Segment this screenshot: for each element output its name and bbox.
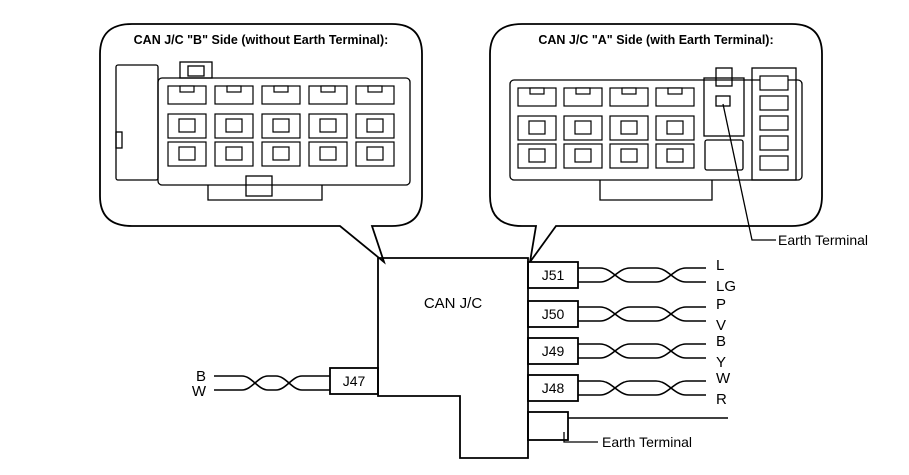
earth-terminal-leader-bottom — [563, 432, 598, 443]
terminal-pin — [574, 120, 592, 135]
earth-terminal-label-bottom: Earth Terminal — [602, 434, 692, 450]
terminal-pin — [620, 120, 638, 135]
wire-label-top: L — [716, 257, 724, 274]
callout-b-title: CAN J/C "B" Side (without Earth Terminal… — [134, 33, 389, 47]
terminal-pin — [666, 148, 684, 163]
terminal-latch — [226, 85, 242, 93]
connector-box — [527, 374, 579, 402]
connector-j50: J50 PV — [527, 296, 726, 334]
earth-terminal-bottom: Earth Terminal — [527, 411, 728, 450]
terminal-latch — [367, 85, 383, 93]
callout-a: CAN J/C "A" Side (with Earth Terminal): … — [489, 23, 868, 263]
connector-label: J50 — [542, 306, 565, 322]
terminal-latch — [529, 87, 545, 95]
connector-j49: J49 BY — [527, 333, 726, 371]
wire-label-bottom: Y — [716, 354, 726, 371]
terminal-latch — [273, 85, 289, 93]
terminal-cell — [655, 115, 695, 141]
connector-b-cells — [167, 85, 395, 167]
connector-a-drawing — [509, 67, 803, 201]
connector-j47-box — [329, 367, 379, 395]
terminal-pin — [528, 120, 546, 135]
earth-terminal-label-top: Earth Terminal — [778, 232, 868, 248]
terminal-pin — [272, 118, 290, 133]
terminal-latch — [667, 87, 683, 95]
connector-b-drawing — [115, 61, 411, 201]
terminal-pin — [272, 146, 290, 161]
earth-terminal-box — [527, 411, 569, 441]
wire-label-top: W — [716, 370, 731, 387]
wire-label-bottom: LG — [716, 278, 736, 295]
connector-box — [527, 300, 579, 328]
terminal-latch — [179, 85, 195, 93]
twisted-pair — [578, 306, 706, 322]
terminal-pin — [574, 148, 592, 163]
terminal-pin — [528, 148, 546, 163]
connector-j47-label: J47 — [343, 373, 366, 389]
connector-label: J51 — [542, 267, 565, 283]
wire-label-top: B — [716, 333, 726, 350]
twisted-pair — [578, 380, 706, 396]
connector-j48: J48 WR — [527, 370, 731, 408]
connector-box — [527, 261, 579, 289]
terminal-pin — [666, 120, 684, 135]
terminal-pin — [178, 146, 196, 161]
connector-j47: J47 B W — [192, 367, 379, 400]
callout-a-title: CAN J/C "A" Side (with Earth Terminal): — [538, 33, 773, 47]
twisted-pair — [578, 343, 706, 359]
terminal-latch — [621, 87, 637, 95]
connector-label: J49 — [542, 343, 565, 359]
terminal-pin — [178, 118, 196, 133]
terminal-pin — [225, 118, 243, 133]
connector-label: J48 — [542, 380, 565, 396]
wire-label-bottom: R — [716, 391, 727, 408]
terminal-pin — [366, 118, 384, 133]
callout-b: CAN J/C "B" Side (without Earth Terminal… — [99, 23, 423, 265]
terminal-pin — [225, 146, 243, 161]
terminal-latch — [575, 87, 591, 95]
twisted-pair — [578, 267, 706, 283]
callout-b-outline — [99, 23, 423, 265]
terminal-pin — [366, 146, 384, 161]
connector-a-cells — [517, 87, 695, 169]
wire-label-bottom: V — [716, 317, 726, 334]
connector-j47-wire-bottom: W — [192, 383, 207, 400]
terminal-pin — [620, 148, 638, 163]
terminal-latch — [320, 85, 336, 93]
connector-j47-wire-top: B — [196, 368, 206, 385]
earth-terminal-leader-top — [722, 103, 776, 241]
connector-box — [527, 337, 579, 365]
wire-label-top: P — [716, 296, 726, 313]
terminal-pin — [319, 146, 337, 161]
connector-j47-twisted-pair — [214, 375, 330, 391]
terminal-pin — [319, 118, 337, 133]
can-jc-label: CAN J/C — [424, 295, 483, 312]
connector-j51: J51 L LG — [527, 257, 736, 295]
right-connectors: J51 L LG J50 PV J49 BY J48 WR — [527, 257, 736, 408]
callout-a-outline — [489, 23, 823, 263]
can-jc-body — [377, 257, 529, 459]
